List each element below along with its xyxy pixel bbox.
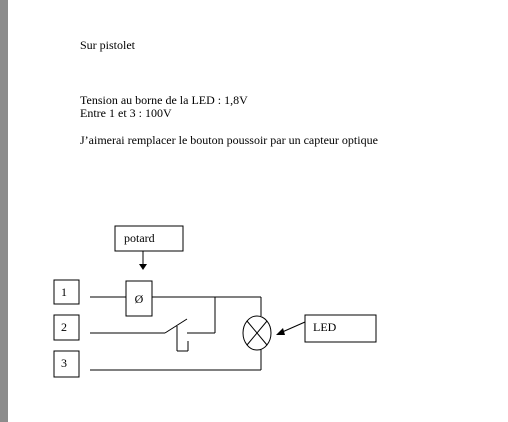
terminal-3-label: 3 <box>61 356 67 370</box>
document-heading: Sur pistolet <box>80 38 136 52</box>
led-label: LED <box>313 320 337 334</box>
potentiometer-arrow-head <box>139 264 147 270</box>
terminal-voltage-text: Entre 1 et 3 : 100V <box>80 106 172 120</box>
optical-sensor-request-text: J’aimerai remplacer le bouton poussoir p… <box>80 133 378 147</box>
terminal-1-box <box>53 279 80 305</box>
potentiometer-label: potard <box>124 231 155 245</box>
led-lamp-cross-2 <box>246 320 268 346</box>
led-arrow-head <box>276 328 285 335</box>
led-arrow-line <box>279 321 306 334</box>
led-voltage-text: Tension au borne de la LED : 1,8V <box>80 93 248 107</box>
terminal-2-box <box>53 314 80 341</box>
terminal-1-label: 1 <box>61 285 67 299</box>
led-lamp-circle <box>242 315 272 351</box>
potentiometer-label-box <box>114 225 184 252</box>
terminal-2-label: 2 <box>61 320 67 334</box>
led-label-box <box>304 314 377 343</box>
potentiometer-resistor <box>125 280 153 317</box>
page-left-margin-bar <box>0 0 8 422</box>
push-button-switch-blade <box>164 318 188 334</box>
potentiometer-symbol: Ø <box>135 292 144 306</box>
terminal-3-box <box>53 350 80 378</box>
